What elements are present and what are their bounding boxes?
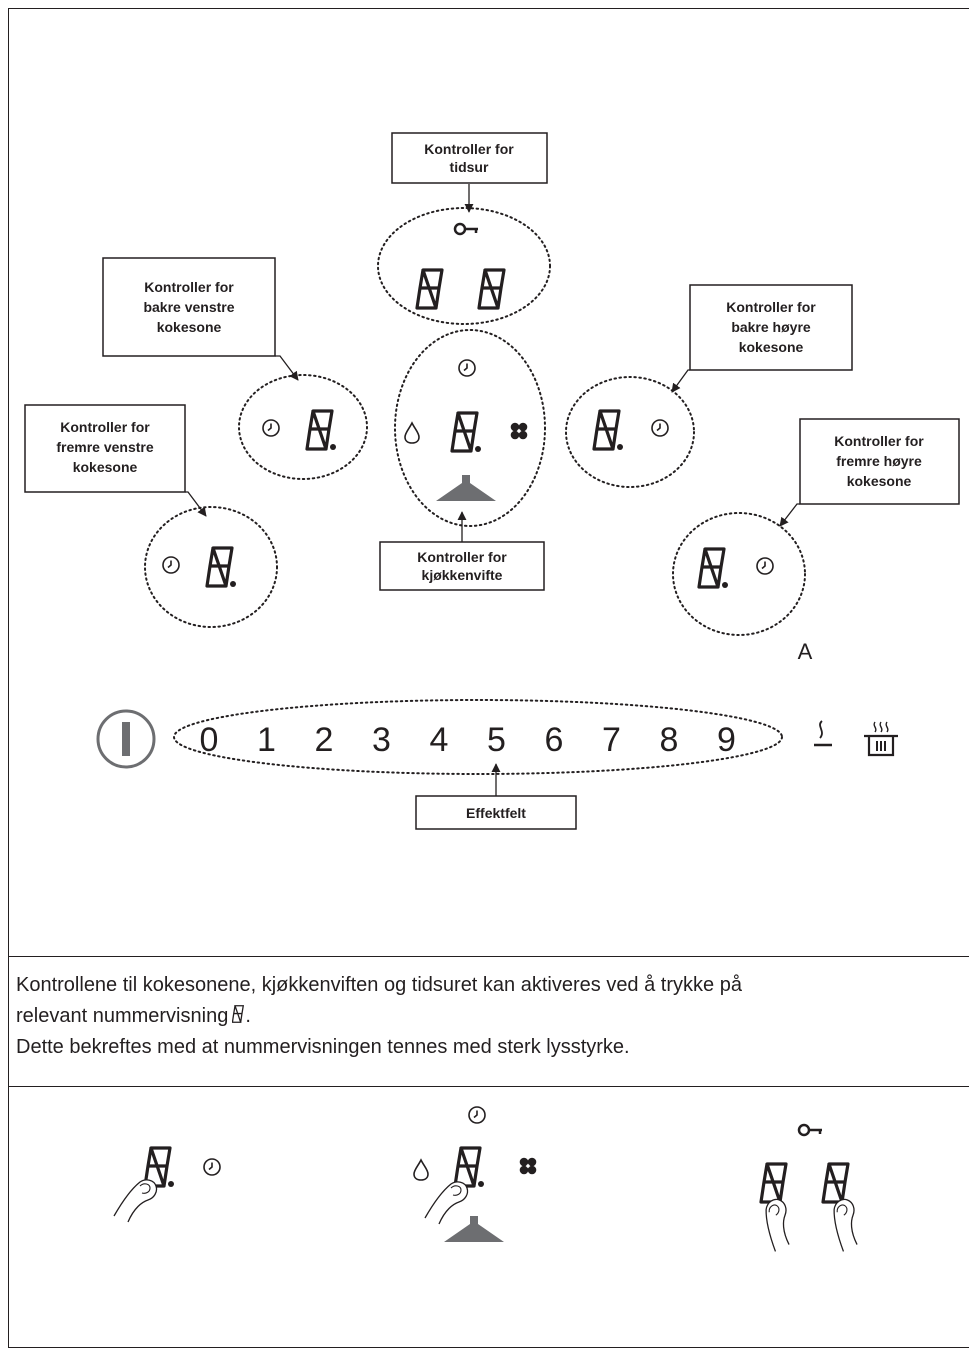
caption: Kontrollene til kokesonene, kjøkkenvifte… <box>16 970 956 1063</box>
fan-icon[interactable] <box>510 422 528 440</box>
front-right-zone[interactable] <box>672 512 806 636</box>
label-a: A <box>798 639 813 664</box>
callout-front-left-line-2: fremre venstre <box>56 439 153 455</box>
digit-8-icon <box>232 1005 245 1023</box>
callout-front-right-line-3: kokesone <box>847 473 912 489</box>
rear-left-zone[interactable] <box>238 374 368 480</box>
clock-icon <box>468 1106 486 1124</box>
caption-line-2: relevant nummervisning. <box>16 1001 956 1032</box>
rear-left-display[interactable] <box>305 409 338 452</box>
callout-rear-right-line-1: Kontroller for <box>726 299 816 315</box>
fan-icon <box>519 1157 537 1175</box>
power-level-7[interactable]: 7 <box>602 721 621 759</box>
finger-icon <box>747 1195 809 1256</box>
hood-zone[interactable] <box>394 329 546 527</box>
illustration-zone-press <box>113 1146 221 1223</box>
timer-display-tens[interactable] <box>415 268 444 310</box>
callout-front-right-line-2: fremre høyre <box>836 453 922 469</box>
callout-front-right: Kontroller for fremre høyre kokesone <box>779 418 960 527</box>
drop-icon <box>413 1159 429 1181</box>
hood-display[interactable] <box>450 411 483 454</box>
callout-front-left-line-1: Kontroller for <box>60 419 150 435</box>
key-icon[interactable] <box>453 222 480 236</box>
illustration-hood-press <box>413 1106 537 1242</box>
callout-rear-left-line-2: bakre venstre <box>143 299 234 315</box>
key-icon <box>797 1123 824 1137</box>
power-level-5[interactable]: 5 <box>487 721 506 759</box>
callout-rear-right: Kontroller for bakre høyre kokesone <box>671 284 853 393</box>
clock-icon[interactable] <box>162 556 180 574</box>
callout-power-field-label: Effektfelt <box>466 805 526 821</box>
clock-icon <box>203 1158 221 1176</box>
caption-line-3: Dette bekreftes med at nummervisningen t… <box>16 1032 956 1063</box>
front-left-display[interactable] <box>205 546 238 589</box>
clock-icon[interactable] <box>458 359 476 377</box>
callout-rear-left-line-1: Kontroller for <box>144 279 234 295</box>
clock-icon[interactable] <box>756 557 774 575</box>
callout-hood: Kontroller for kjøkkenvifte <box>379 511 545 591</box>
callout-timer-line-2: tidsur <box>450 159 489 175</box>
front-left-zone[interactable] <box>144 506 278 628</box>
caption-line-2-text: relevant nummervisning <box>16 1005 229 1027</box>
divider-bottom <box>8 1086 969 1087</box>
clock-icon[interactable] <box>262 419 280 437</box>
caption-line-1: Kontrollene til kokesonene, kjøkkenvifte… <box>16 970 956 1001</box>
caption-line-3-text: Dette bekreftes med at nummervisningen t… <box>16 1036 630 1058</box>
power-field-zone[interactable] <box>173 699 783 775</box>
callout-rear-left: Kontroller for bakre venstre kokesone <box>102 257 299 381</box>
caption-line-2-end: . <box>245 1005 251 1027</box>
callout-rear-right-line-3: kokesone <box>739 339 804 355</box>
illustration-timer-press <box>747 1123 877 1256</box>
clock-icon[interactable] <box>651 419 669 437</box>
power-level-6[interactable]: 6 <box>545 721 564 759</box>
rear-right-zone[interactable] <box>565 376 695 488</box>
timer-display-units[interactable] <box>477 268 506 310</box>
divider-top <box>8 956 969 957</box>
keep-warm-icon[interactable] <box>814 720 832 747</box>
callout-timer: Kontroller for tidsur <box>391 132 548 213</box>
power-level-4[interactable]: 4 <box>430 721 449 759</box>
finger-icon <box>424 1181 469 1225</box>
power-level-3[interactable]: 3 <box>372 721 391 759</box>
hood-icon[interactable] <box>436 475 496 501</box>
caption-line-1-text: Kontrollene til kokesonene, kjøkkenvifte… <box>16 974 742 996</box>
finger-icon <box>113 1179 158 1223</box>
callout-front-left: Kontroller for fremre venstre kokesone <box>24 404 207 517</box>
timer-zone[interactable] <box>377 207 551 325</box>
power-level-2[interactable]: 2 <box>315 721 334 759</box>
callout-timer-line-1: Kontroller for <box>424 141 514 157</box>
drop-icon[interactable] <box>404 422 420 444</box>
finger-icon <box>815 1195 877 1256</box>
callout-hood-line-2: kjøkkenvifte <box>422 567 503 583</box>
callout-front-left-line-3: kokesone <box>73 459 138 475</box>
pot-icon[interactable] <box>864 721 898 757</box>
power-level-9[interactable]: 9 <box>717 721 736 759</box>
callout-rear-right-line-2: bakre høyre <box>731 319 811 335</box>
front-right-display[interactable] <box>697 547 730 590</box>
power-level-0[interactable]: 0 <box>200 721 219 759</box>
power-level-8[interactable]: 8 <box>660 721 679 759</box>
hood-icon <box>444 1216 504 1242</box>
power-icon[interactable] <box>96 709 156 769</box>
callout-front-right-line-1: Kontroller for <box>834 433 924 449</box>
power-level-1[interactable]: 1 <box>257 721 276 759</box>
rear-right-display[interactable] <box>592 409 625 452</box>
callout-power-field: Effektfelt <box>415 763 577 830</box>
callout-hood-line-1: Kontroller for <box>417 549 507 565</box>
callout-rear-left-line-3: kokesone <box>157 319 222 335</box>
